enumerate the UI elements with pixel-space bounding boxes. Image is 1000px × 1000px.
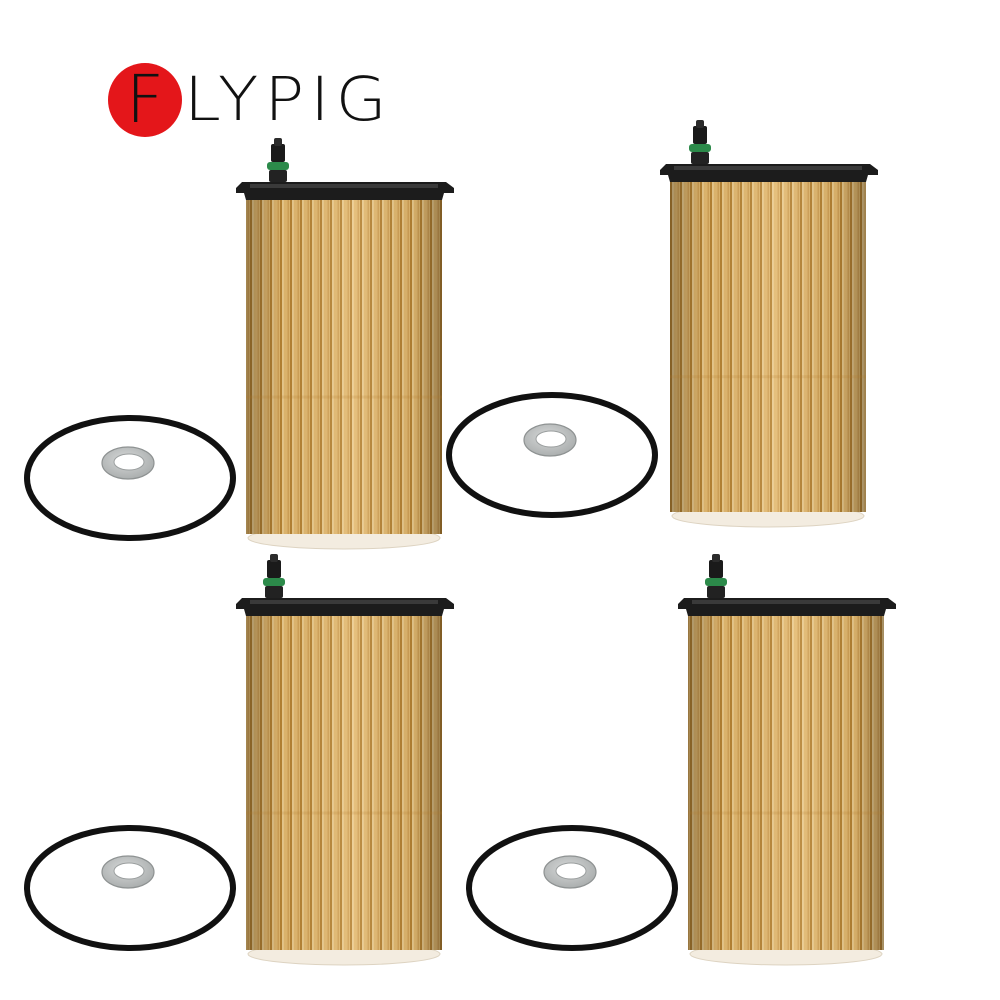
- brand-logo-first-letter: F: [126, 61, 164, 138]
- valve-green-seal: [705, 578, 727, 586]
- oil-filter-4: [466, 554, 896, 966]
- filter-media-band: [246, 811, 442, 815]
- valve-stem: [267, 560, 281, 578]
- washer-hole: [113, 453, 145, 471]
- valve-green-seal: [263, 578, 285, 586]
- valve-stem: [693, 126, 707, 144]
- o-ring-seal: [466, 825, 678, 951]
- valve-green-seal: [689, 144, 711, 152]
- filter-top-cap-highlight: [250, 600, 438, 604]
- washer-hole: [113, 862, 145, 880]
- o-ring-seal: [24, 415, 236, 541]
- oil-filter-1: [24, 138, 454, 550]
- washer-hole: [535, 430, 567, 448]
- filter-media-shading: [670, 178, 866, 512]
- sealing-washer: [543, 855, 597, 889]
- valve-base: [707, 586, 725, 598]
- oil-filter-3: [24, 554, 454, 966]
- sealing-washer: [523, 423, 577, 457]
- valve-tip: [696, 120, 704, 128]
- oil-filter-2: [446, 120, 878, 528]
- o-ring-seal: [446, 392, 658, 518]
- filter-media-shading: [688, 612, 884, 950]
- filter-media-band: [688, 811, 884, 815]
- valve-tip: [712, 554, 720, 562]
- sealing-washer: [101, 446, 155, 480]
- filter-media-shading: [246, 612, 442, 950]
- washer-hole: [555, 862, 587, 880]
- filter-media-band: [246, 395, 442, 399]
- brand-logo-mark: F: [108, 63, 182, 137]
- filter-media-shading: [246, 196, 442, 534]
- filter-top-cap-highlight: [692, 600, 880, 604]
- filter-media-band: [670, 375, 866, 379]
- valve-base: [265, 586, 283, 598]
- valve-base: [691, 152, 709, 164]
- valve-tip: [270, 554, 278, 562]
- o-ring-seal: [24, 825, 236, 951]
- valve-base: [269, 170, 287, 182]
- valve-green-seal: [267, 162, 289, 170]
- valve-stem: [271, 144, 285, 162]
- valve-stem: [709, 560, 723, 578]
- valve-tip: [274, 138, 282, 146]
- brand-logo-wordmark: LYPIG: [184, 64, 393, 135]
- filter-top-cap-highlight: [250, 184, 438, 188]
- filter-top-cap-highlight: [674, 166, 862, 170]
- sealing-washer: [101, 855, 155, 889]
- brand-logo: F LYPIG: [108, 63, 393, 137]
- brand-logo-circle: [108, 63, 182, 137]
